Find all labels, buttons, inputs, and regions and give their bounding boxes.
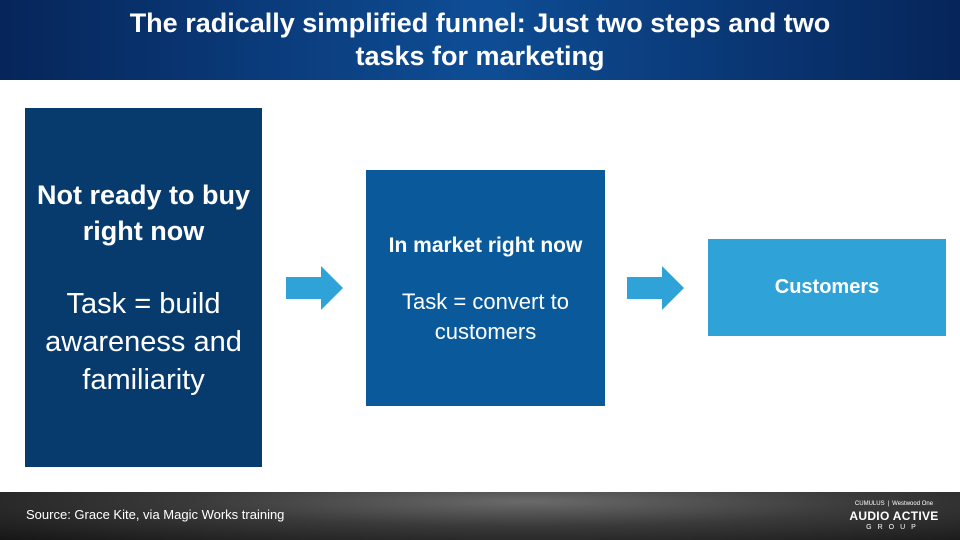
source-note: Source: Grace Kite, via Magic Works trai…	[26, 507, 285, 522]
partner-logos: CUMULUS | Westwood One	[846, 500, 942, 509]
westwood-one-logo: Westwood One	[892, 501, 934, 507]
arrow-right-icon	[627, 266, 684, 310]
step-not-ready-task: Task = build awareness and familiarity	[45, 287, 242, 396]
audio-active-group-logo: CUMULUS | Westwood One AUDIO ACTIVE GROU…	[846, 500, 942, 536]
step-not-ready-box: Not ready to buy right now Task = build …	[25, 108, 262, 467]
arrow-right-icon-shape	[286, 266, 343, 310]
arrow-right-icon-shape	[627, 266, 684, 310]
arrow-right-icon	[286, 266, 343, 310]
footer-bar	[0, 492, 960, 540]
audio-active-wordmark: AUDIO ACTIVE	[849, 509, 939, 523]
logo-divider: |	[887, 501, 890, 507]
group-wordmark: GROUP	[866, 524, 922, 531]
step-customers-heading: Customers	[774, 276, 880, 298]
slide-title: The radically simplified funnel: Just tw…	[129, 8, 831, 71]
cumulus-logo: CUMULUS	[854, 501, 885, 507]
step-not-ready-heading: Not ready to buy right now	[36, 179, 251, 246]
step-in-market-box: In market right now Task = convert to cu…	[366, 170, 605, 406]
step-in-market-heading: In market right now	[388, 233, 583, 257]
step-customers-box: Customers	[708, 239, 946, 336]
step-in-market-task: Task = convert to customers	[402, 288, 569, 344]
title-banner: The radically simplified funnel: Just tw…	[0, 0, 960, 80]
